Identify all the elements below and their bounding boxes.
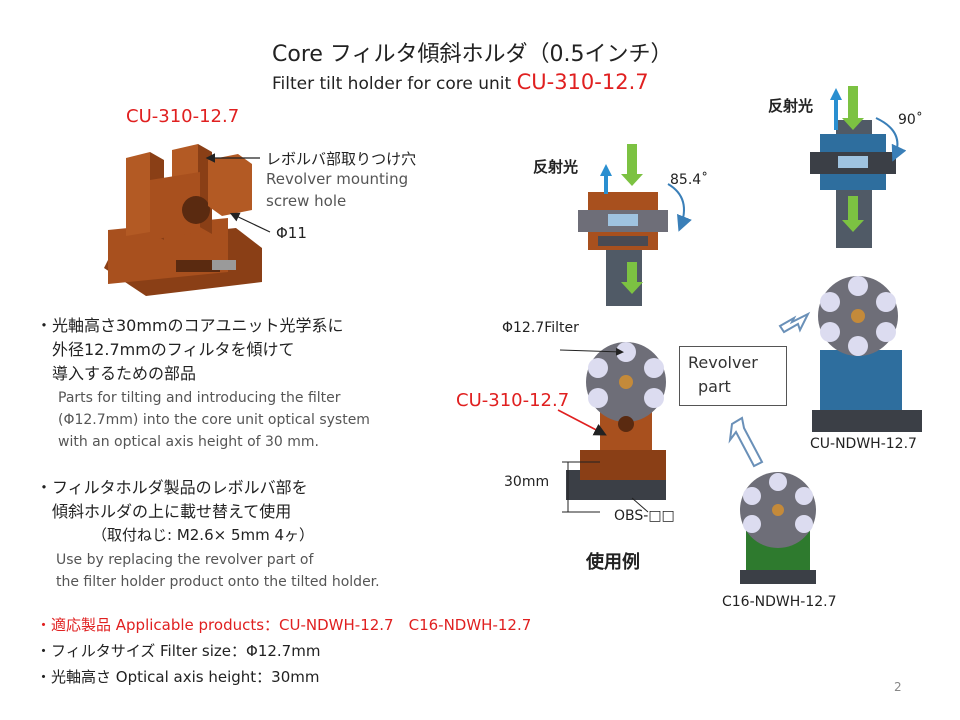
desc2-jp-3: （取付ねじ: M2.6× 5mm 4ヶ）: [92, 526, 315, 544]
page-number: 2: [894, 680, 902, 694]
arrow-from-product-b: [728, 416, 764, 468]
desc2-jp-1: ・フィルタホルダ製品のレボルバ部を: [36, 478, 308, 497]
desc1-en-2: (Φ12.7mm) into the core unit optical sys…: [58, 412, 370, 428]
desc1-jp-2: 外径12.7mmのフィルタを傾けて: [52, 340, 295, 359]
reflect-label-b: 反射光: [768, 97, 814, 115]
angle-label-a: 85.4˚: [670, 172, 709, 188]
product-a-render: [812, 276, 922, 432]
part-label: CU-310-12.7: [126, 106, 240, 127]
main-unit-render: [566, 342, 666, 500]
spec-applicable: ・適応製品 Applicable products：CU-NDWH-12.7 C…: [36, 616, 532, 634]
callout-screw-en-2: screw hole: [266, 192, 347, 210]
callout-screw-en-1: Revolver mounting: [266, 170, 409, 188]
filter-label: Φ12.7Filter: [502, 320, 579, 336]
desc2-jp-2: 傾斜ホルダの上に載せ替えて使用: [52, 502, 292, 521]
obs-label: OBS-□□: [614, 508, 675, 524]
desc1-jp-1: ・光軸高さ30mmのコアユニット光学系に: [36, 316, 344, 335]
product-a-label: CU-NDWH-12.7: [810, 436, 917, 452]
page-subtitle: Filter tilt holder for core unit CU-310-…: [272, 70, 649, 94]
page-title: Core フィルタ傾斜ホルダ（0.5インチ）: [272, 42, 673, 67]
part-pointer: [557, 409, 607, 436]
usage-label: 使用例: [586, 552, 640, 573]
angle-label-b: 90˚: [898, 112, 923, 128]
callout-line-hole: [229, 212, 271, 233]
desc2-en-2: the filter holder product onto the tilte…: [56, 574, 380, 590]
subtitle-text: Filter tilt holder for core unit: [272, 74, 512, 94]
diagram-part-label: CU-310-12.7: [456, 390, 570, 411]
desc1-jp-3: 導入するための部品: [52, 364, 197, 383]
revolver-part-box: Revolver part: [679, 346, 787, 406]
part-render: [104, 144, 262, 296]
product-b-label: C16-NDWH-12.7: [722, 594, 837, 610]
product-b-render: [740, 472, 816, 584]
diagram-b: [810, 86, 907, 248]
revolver-label-1: Revolver: [688, 353, 758, 372]
revolver-label-2: part: [698, 377, 731, 396]
spec-axis-height: ・光軸高さ Optical axis height：30mm: [36, 668, 320, 686]
desc1-en-3: with an optical axis height of 30 mm.: [58, 434, 320, 450]
desc1-en-1: Parts for tilting and introducing the fi…: [58, 390, 341, 406]
height-label: 30mm: [504, 474, 550, 490]
reflect-label-a: 反射光: [533, 158, 579, 176]
diagram-a: [578, 144, 692, 306]
filter-pointer: [559, 347, 624, 356]
desc2-en-1: Use by replacing the revolver part of: [56, 552, 314, 568]
subtitle-model: CU-310-12.7: [516, 70, 649, 94]
callout-screw-jp: レボルバ部取りつけ穴: [266, 150, 417, 168]
callout-hole: Φ11: [276, 224, 307, 242]
spec-filter-size: ・フィルタサイズ Filter size：Φ12.7mm: [36, 642, 321, 660]
arrow-from-product-a: [778, 311, 811, 334]
obs-pointer: [631, 497, 649, 513]
